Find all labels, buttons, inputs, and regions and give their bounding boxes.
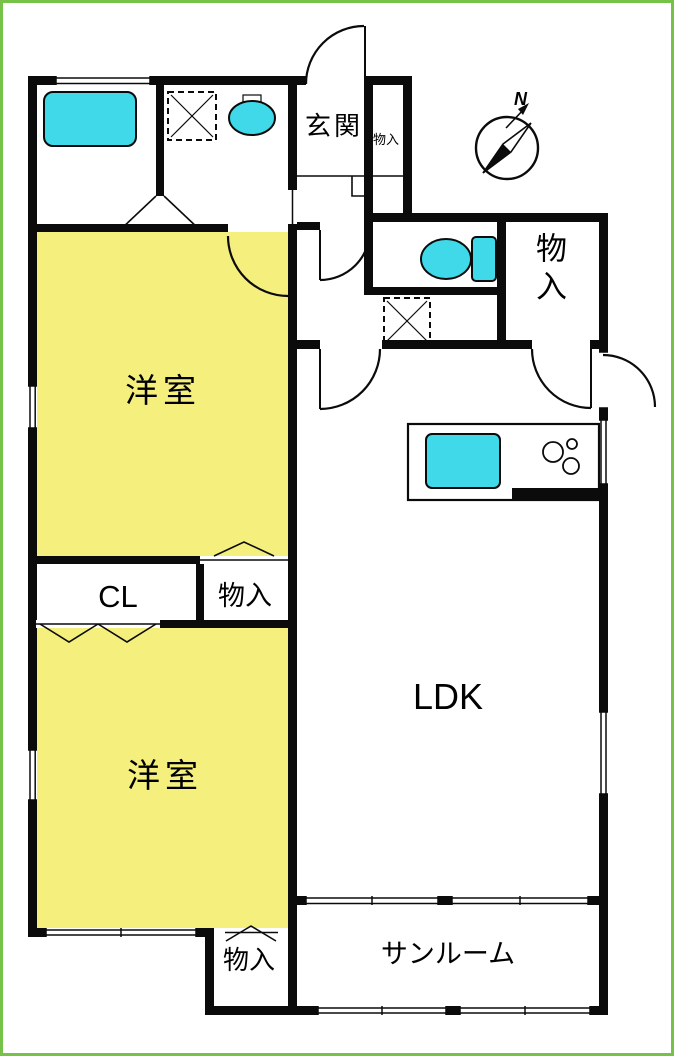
- outside-door-arc: [602, 353, 657, 408]
- label-storage-bottom: 物入: [222, 945, 275, 975]
- stove-burner-icon: [562, 457, 580, 475]
- wall-segment: [590, 340, 608, 349]
- label-entrance-storage: 物入: [372, 132, 399, 147]
- wall-segment: [288, 896, 297, 1015]
- wall-segment: [364, 76, 412, 85]
- wall-segment: [599, 213, 608, 1015]
- hall-door-arc: [319, 229, 372, 282]
- wall-segment: [156, 76, 164, 196]
- window: [56, 76, 150, 85]
- washer-pan: [167, 91, 217, 141]
- doors: [226, 24, 657, 411]
- wall-segment: [28, 76, 306, 85]
- kitchen-sink: [425, 433, 501, 489]
- wall-segment: [288, 76, 297, 190]
- wall-segment: [364, 222, 373, 295]
- toilet-tank: [471, 236, 497, 282]
- window: [28, 386, 37, 428]
- wall-segment: [28, 76, 37, 937]
- bedroom1-door-arc: [226, 235, 289, 298]
- wall-segment: [160, 620, 297, 628]
- toilet-bowl: [420, 238, 472, 280]
- compass: [474, 103, 540, 181]
- ldk-door-arc: [319, 348, 382, 411]
- compass-needle-south: [483, 144, 511, 173]
- wall-segment: [288, 224, 297, 896]
- label-bedroom-1: 洋室: [125, 372, 201, 409]
- wall-segment: [205, 928, 214, 1015]
- folding-door-marks: [39, 541, 277, 942]
- washer-pan: [383, 297, 431, 345]
- storage-door-arc: [530, 348, 592, 410]
- wall-segment: [28, 620, 36, 628]
- detail-lines: [119, 175, 403, 231]
- room-fills: [37, 232, 288, 928]
- walls: [28, 76, 608, 1015]
- bath-door-line: [163, 195, 201, 231]
- label-ldk: LDK: [412, 676, 484, 717]
- bathtub: [43, 91, 137, 147]
- window: [599, 420, 608, 484]
- entrance-door-arc: [304, 24, 365, 85]
- kitchen-counter-step: [512, 488, 599, 500]
- folding-door-chevron: [97, 623, 157, 643]
- door-opening: [599, 352, 608, 408]
- wall-segment: [403, 76, 412, 222]
- fixtures: [43, 91, 601, 502]
- label-sunroom: サンルーム: [380, 939, 516, 969]
- bedroom-1-floor: [37, 232, 288, 556]
- washbasin: [228, 100, 276, 136]
- wall-segment: [382, 340, 497, 349]
- bedroom-2-floor: [37, 628, 288, 928]
- wall-segment: [28, 224, 228, 232]
- bath-door-line: [119, 195, 157, 231]
- wall-segment: [297, 340, 320, 349]
- wall-segment: [297, 222, 320, 230]
- wall-segment: [28, 556, 200, 564]
- window: [599, 712, 608, 794]
- label-bedroom-2: 洋室: [127, 757, 203, 794]
- label-closet: CL: [98, 579, 138, 614]
- label-storage-top-right: 物入: [531, 232, 566, 308]
- wall-segment: [364, 287, 506, 295]
- wall-segment: [364, 213, 608, 222]
- window: [28, 750, 37, 800]
- wall-segment: [196, 556, 204, 628]
- folding-door-chevron: [39, 623, 99, 643]
- wall-segment: [497, 340, 532, 349]
- wall-segment: [288, 896, 608, 905]
- stove-burner-icon: [566, 438, 578, 450]
- label-compass-north: N: [514, 89, 527, 109]
- stove-burner-icon: [542, 441, 564, 463]
- entrance-step-notch: [351, 176, 364, 197]
- wall-segment: [364, 76, 373, 213]
- label-storage-mid: 物入: [218, 581, 272, 611]
- wall-segment: [497, 222, 506, 348]
- folding-door-chevron: [213, 541, 275, 557]
- label-entrance: 玄関: [304, 111, 363, 141]
- north-arrow-head: [518, 103, 529, 115]
- folding-door-chevron: [225, 925, 277, 942]
